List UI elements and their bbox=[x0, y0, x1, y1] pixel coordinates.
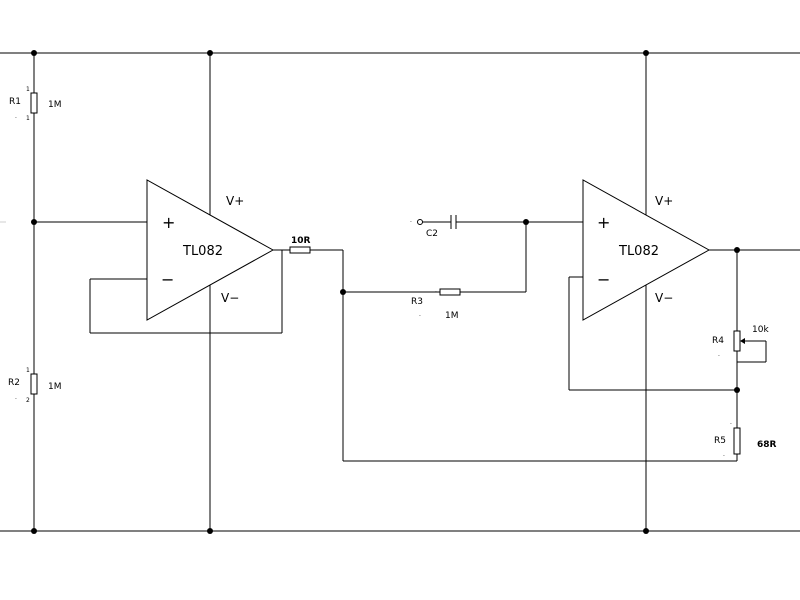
r2-dot-label: . bbox=[15, 394, 17, 401]
resistor-r2 bbox=[30, 373, 38, 395]
junction-dot bbox=[207, 50, 213, 56]
resistor-r5 bbox=[733, 427, 741, 455]
r1-value: 1M bbox=[48, 100, 62, 110]
c2-dot-label: . bbox=[410, 217, 412, 224]
opamp-1-part-label: TL082 bbox=[182, 244, 223, 259]
c2-ref: C2 bbox=[426, 229, 438, 239]
junction-dot bbox=[734, 387, 740, 393]
junction-dot bbox=[523, 219, 529, 225]
r4-ref: R4 bbox=[712, 336, 724, 346]
rout-value: 10R bbox=[291, 236, 311, 246]
r2-pin-label: 2 bbox=[26, 397, 30, 404]
r1-ref: R1 bbox=[9, 97, 21, 107]
input-terminal bbox=[417, 219, 423, 225]
opamp-2-vminus-label: V− bbox=[655, 291, 673, 305]
opamp-2-inv-sign: − bbox=[597, 270, 610, 289]
r3-ref: R3 bbox=[411, 297, 423, 307]
r3-value: 1M bbox=[445, 311, 459, 321]
r4-dot-label: . bbox=[718, 351, 720, 358]
r5-dot-label: . bbox=[723, 451, 725, 458]
r1-pin-label: 1 bbox=[26, 86, 30, 93]
r4-value: 10k bbox=[752, 325, 769, 335]
opamp-2-noninv-sign: + bbox=[597, 213, 610, 232]
opamp-1-vminus-label: V− bbox=[221, 291, 239, 305]
resistor-r1 bbox=[30, 92, 38, 114]
r1-dot-label: . bbox=[15, 113, 17, 120]
junction-dot bbox=[643, 528, 649, 534]
junction-dot bbox=[31, 528, 37, 534]
resistor-10r bbox=[289, 246, 311, 254]
r5-dot-label: . bbox=[730, 419, 732, 426]
r2-value: 1M bbox=[48, 382, 62, 392]
opamp-2-part-label: TL082 bbox=[618, 244, 659, 259]
r2-pin-label: 1 bbox=[26, 367, 30, 374]
opamp-1-vplus-label: V+ bbox=[226, 194, 244, 208]
potentiometer-r4 bbox=[733, 330, 741, 352]
r3-dot-label: . bbox=[419, 311, 421, 318]
r2-ref: R2 bbox=[8, 378, 20, 388]
r4-wiper-arrow bbox=[740, 338, 745, 344]
opamp-1-inv-sign: − bbox=[161, 270, 174, 289]
r1-pin-label: 1 bbox=[26, 115, 30, 122]
resistor-r3 bbox=[439, 288, 461, 296]
r5-value: 68R bbox=[757, 440, 777, 450]
junction-dot bbox=[643, 50, 649, 56]
r3-dot-label: . bbox=[435, 287, 437, 294]
opamp-2-vplus-label: V+ bbox=[655, 194, 673, 208]
r5-ref: R5 bbox=[714, 436, 726, 446]
junction-dot bbox=[31, 50, 37, 56]
junction-dot bbox=[207, 528, 213, 534]
opamp-1-noninv-sign: + bbox=[162, 213, 175, 232]
